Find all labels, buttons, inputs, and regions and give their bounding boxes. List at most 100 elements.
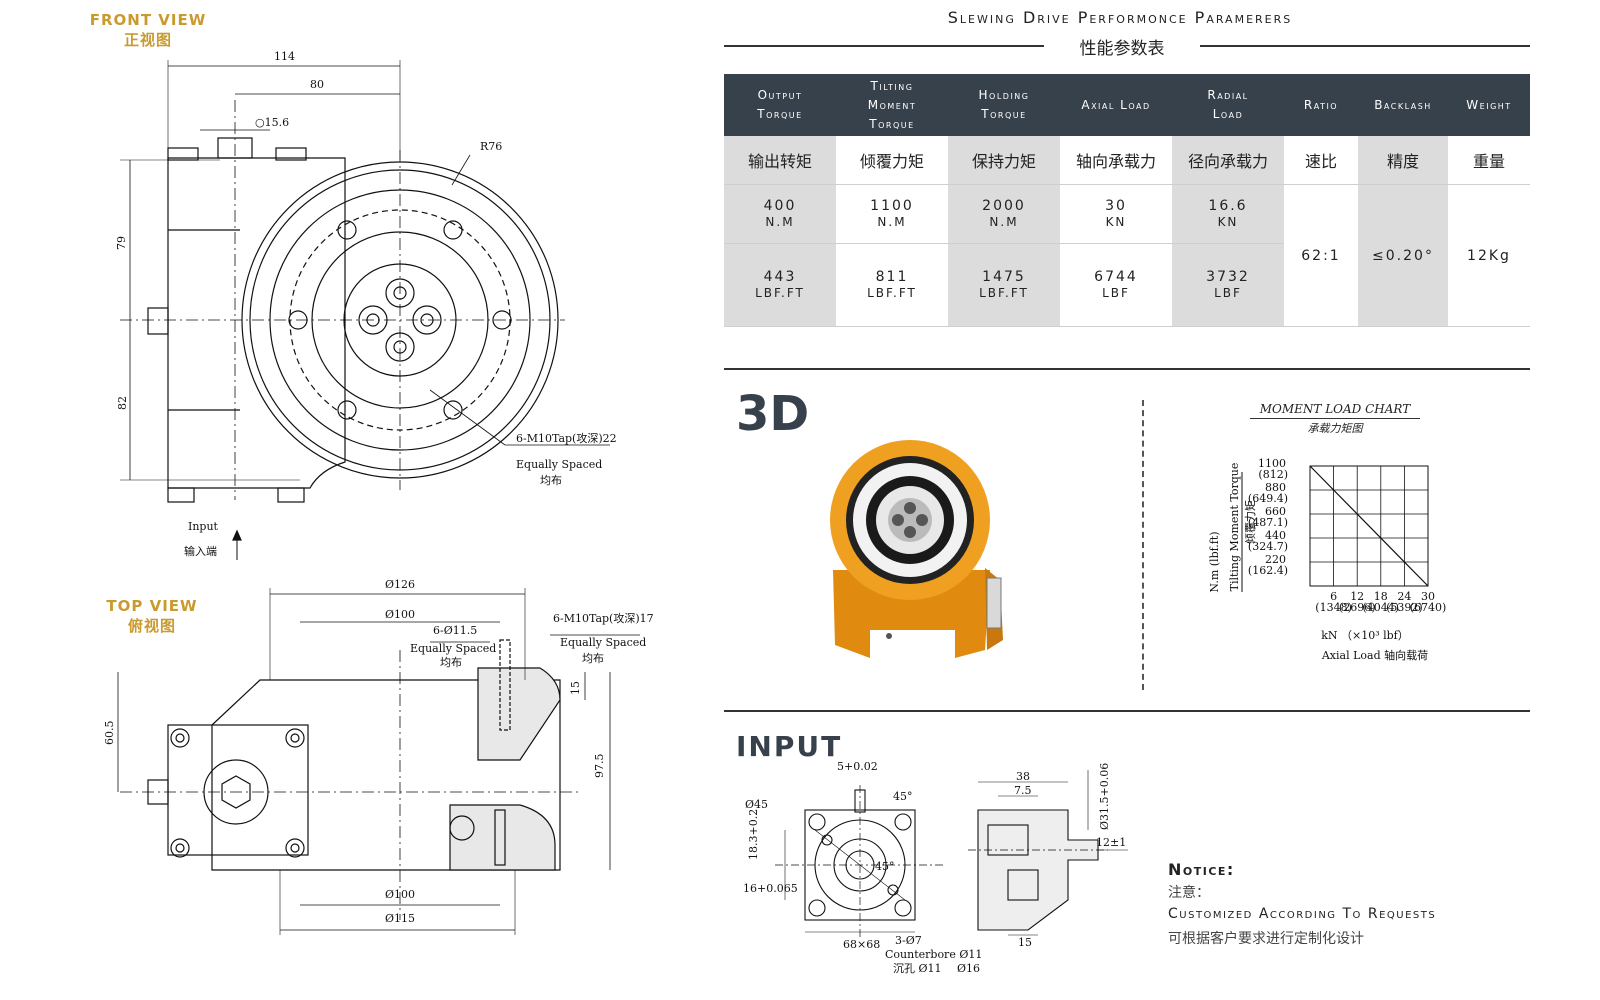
- input-d45deg2: 45°: [875, 860, 895, 873]
- chart-y-tick-sub: (324.7): [1248, 540, 1288, 553]
- td-cn-6: 精度: [1358, 136, 1448, 185]
- chart-x-tick: 6: [1330, 590, 1337, 603]
- top-equally-label: Equally Spaced: [410, 642, 496, 655]
- chart-y-tick: 220: [1265, 553, 1286, 566]
- notice-text-en: Customized According To Requests: [1168, 906, 1437, 922]
- input-d68: 68×68: [843, 938, 880, 951]
- top-view-title: TOP VIEW 俯视图: [92, 596, 212, 636]
- chart-y-tick-sub: (812): [1258, 468, 1288, 481]
- notice-title: Notice:: [1168, 860, 1235, 879]
- chart-ylabel-3: 倾覆力矩: [1244, 500, 1257, 544]
- td-ratio: 62:1: [1284, 184, 1358, 327]
- top-junbu-label: 均布: [440, 656, 462, 669]
- input-cb: Counterbore Ø11: [885, 948, 982, 961]
- slewing-drive-3d-render: [830, 440, 1003, 658]
- dim-114: 114: [274, 50, 295, 63]
- section-3d-title: 3D: [736, 386, 810, 442]
- dim-80: 80: [310, 78, 324, 91]
- chart-series-line: [1309, 465, 1429, 587]
- input-d31-5: Ø31.5+0.06: [1098, 763, 1111, 830]
- top-tap-label: 6-M10Tap(攻深)17: [553, 611, 654, 625]
- input-drawing-section: 38 7.5 Ø31.5+0.06 12±1 15: [968, 763, 1128, 949]
- front-view-drawing: 114 80 ○15.6 R76 79 82 6-M10Tap(攻深)22 Eq…: [115, 50, 617, 560]
- dim-100-top: Ø100: [385, 608, 415, 621]
- chart-y-tick: 880: [1265, 481, 1286, 494]
- divider-1: [724, 368, 1530, 370]
- chart-ylabel-1: N.m (lbf.ft): [1208, 531, 1221, 592]
- hole-label: 6-Ø11.5: [433, 624, 477, 637]
- top-view-title-cn: 俯视图: [127, 617, 176, 635]
- td-cn-2: 保持力矩: [948, 136, 1060, 185]
- moment-chart-title-cn: 承载力矩图: [1307, 422, 1363, 435]
- dim-126: Ø126: [385, 578, 415, 591]
- dashed-divider: [1142, 400, 1144, 690]
- chart-y-tick: 1100: [1258, 457, 1286, 470]
- dim-15-top: 15: [569, 681, 582, 695]
- top-view-drawing: Ø126 Ø100 6-Ø11.5 Equally Spaced 均布 6-M1…: [103, 578, 654, 935]
- td-cn-4: 径向承载力: [1172, 136, 1284, 185]
- top-view-title-en: TOP VIEW: [106, 597, 198, 615]
- notice-title-cn: 注意：: [1168, 885, 1210, 901]
- input-d16b: Ø16: [957, 962, 980, 975]
- performance-title-cn: 性能参数表: [1079, 39, 1165, 59]
- dim-79: 79: [115, 236, 128, 250]
- chart-y-tick-sub: (487.1): [1248, 516, 1288, 529]
- chart-x-tick-sub: (6740): [1410, 601, 1447, 614]
- chart-x-tick-sub: (4044): [1363, 601, 1400, 614]
- dim-115: Ø115: [385, 912, 415, 925]
- dim-15-6: ○15.6: [255, 116, 289, 129]
- front-view-title-en: FRONT VIEW: [89, 11, 207, 29]
- top-junbu2-label: 均布: [582, 652, 604, 665]
- input-d16: 16+0.065: [743, 882, 798, 895]
- td-cn-1: 倾覆力矩: [836, 136, 948, 185]
- td-cn-0: 输出转矩: [724, 136, 836, 185]
- input-d45deg: 45°: [893, 790, 913, 803]
- chart-y-tick: 440: [1265, 529, 1286, 542]
- notice-text-cn: 可根据客户要求进行定制化设计: [1168, 931, 1364, 947]
- input-drawing-front: Ø45 5+0.02 45° 45° 18.3+0.2 16+0.065 68×…: [743, 760, 982, 975]
- th-weight: Weight: [1448, 74, 1530, 136]
- chart-x-tick-sub: (1348): [1315, 601, 1352, 614]
- chart-x-tick-sub: (2696): [1339, 601, 1376, 614]
- moment-chart-title: MOMENT LOAD CHART: [1250, 402, 1420, 419]
- front-tap-label: 6-M10Tap(攻深)22: [516, 431, 617, 445]
- chart-x-tick: 24: [1397, 590, 1411, 603]
- table-cn-header-row: 输出转矩 倾覆力矩 保持力矩 轴向承载力 径向承载力 速比 精度 重量: [724, 136, 1530, 185]
- input-d5: 5+0.02: [837, 760, 878, 773]
- input-section-title: INPUT: [736, 730, 843, 763]
- input-d15: 15: [1018, 936, 1032, 949]
- front-view-title: FRONT VIEW 正视图: [88, 10, 208, 50]
- chart-y-tick-sub: (649.4): [1248, 492, 1288, 505]
- chart-ylabel-2: Tilting Moment Torque: [1228, 463, 1241, 592]
- title-rule-right: [1200, 45, 1530, 47]
- title-rule-left: [724, 45, 1044, 47]
- front-view-title-cn: 正视图: [123, 31, 172, 49]
- chart-x-tick: 12: [1350, 590, 1364, 603]
- top-equally2-label: Equally Spaced: [560, 636, 646, 649]
- input-label: Input: [188, 520, 219, 533]
- th-backlash: Backlash: [1358, 74, 1448, 136]
- chart-x-tick-sub: (5392): [1386, 601, 1423, 614]
- dim-97-5: 97.5: [593, 754, 606, 779]
- dim-100-bottom: Ø100: [385, 888, 415, 901]
- input-d3: 3-Ø7: [895, 934, 922, 947]
- input-d7-5: 7.5: [1014, 784, 1032, 797]
- input-d18: 18.3+0.2: [747, 809, 760, 860]
- input-d12: 12±1: [1096, 836, 1126, 849]
- th-ratio: Ratio: [1284, 74, 1358, 136]
- chart-y-tick-sub: (162.4): [1248, 564, 1288, 577]
